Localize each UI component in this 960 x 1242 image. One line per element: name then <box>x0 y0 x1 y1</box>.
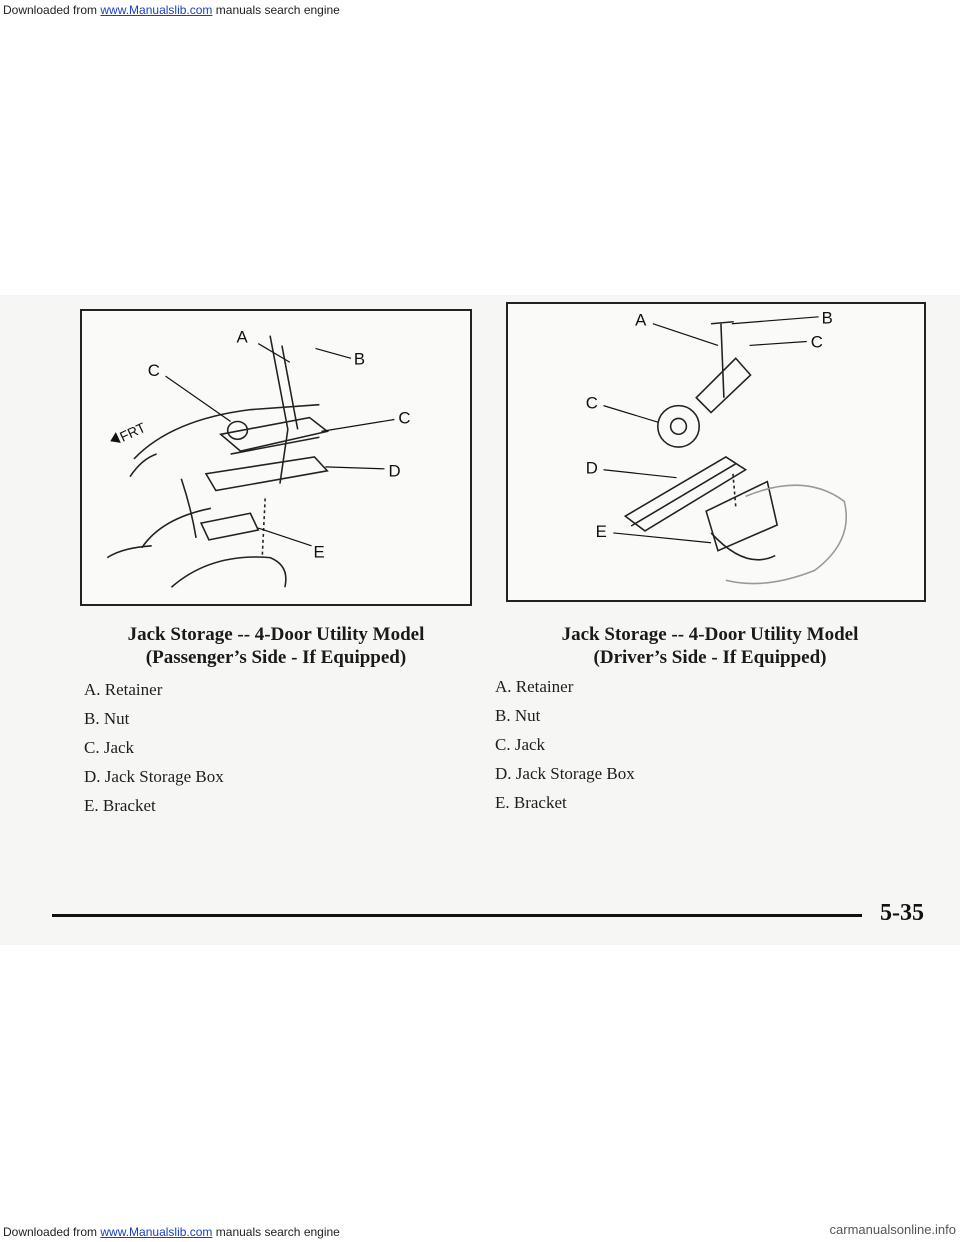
callout-leader-e <box>258 527 312 547</box>
footer-prefix: Downloaded from <box>3 1225 101 1239</box>
footer-suffix: manuals search engine <box>212 1225 340 1239</box>
caption-title: Jack Storage -- 4-Door Utility Model <box>127 624 425 645</box>
watermark: carmanualsonline.info <box>829 1222 956 1237</box>
caption-passenger-side: Jack Storage -- 4-Door Utility Model (Pa… <box>80 623 472 669</box>
legend-item: A. Retainer <box>84 680 163 699</box>
callout-leader-c-right <box>321 418 395 432</box>
page-number: 5-35 <box>880 900 924 926</box>
callout-leader-a <box>652 323 719 347</box>
front-arrow-icon <box>110 432 121 443</box>
caption-subtitle: (Passenger’s Side - If Equipped) <box>145 647 407 668</box>
caption-driver-side: Jack Storage -- 4-Door Utility Model (Dr… <box>500 623 920 669</box>
banner-prefix: Downloaded from <box>3 3 101 17</box>
footer-credit: Downloaded from www.Manualslib.com manua… <box>3 1225 340 1239</box>
callout-c-left: C <box>586 394 598 413</box>
callout-leader-c-left <box>603 405 659 423</box>
legend-item: D. Jack Storage Box <box>495 764 635 783</box>
front-direction-arrow: FRT <box>110 419 148 445</box>
legend-item: E. Bracket <box>84 796 156 815</box>
callout-leader-d <box>603 469 677 479</box>
callout-c-right: C <box>811 332 823 351</box>
caption-title: Jack Storage -- 4-Door Utility Model <box>561 624 859 645</box>
callout-c-right: C <box>398 408 410 427</box>
callout-leader-c-right <box>749 340 807 347</box>
callout-leader-d <box>325 466 385 470</box>
callout-leader-a <box>257 343 291 363</box>
callout-b: B <box>822 309 833 328</box>
callout-e: E <box>596 522 607 541</box>
download-footer: Downloaded from www.Manualslib.com manua… <box>0 1222 960 1242</box>
callout-e: E <box>313 543 324 562</box>
legend-item: C. Jack <box>495 735 546 754</box>
callout-leader-e <box>613 532 712 544</box>
callout-d: D <box>388 462 400 481</box>
callout-a: A <box>237 328 249 347</box>
caption-subtitle: (Driver’s Side - If Equipped) <box>593 647 827 668</box>
manualslib-link[interactable]: www.Manualslib.com <box>100 3 213 17</box>
footer-rule <box>52 914 862 917</box>
jack-storage-driver-figure: A B C C D E <box>506 302 926 602</box>
legend-item: A. Retainer <box>495 677 574 696</box>
passenger-side-illustration: A B C C D E FRT <box>106 328 410 588</box>
footer-manualslib-link[interactable]: www.Manualslib.com <box>100 1225 213 1239</box>
legend-item: D. Jack Storage Box <box>84 767 224 786</box>
callout-leader-b <box>731 316 819 325</box>
legend-passenger-side: A. Retainer B. Nut C. Jack D. Jack Stora… <box>84 680 224 825</box>
callout-c-left: C <box>148 361 160 380</box>
direction-label: FRT <box>117 419 148 445</box>
callout-leader-c-left <box>165 375 231 422</box>
legend-item: B. Nut <box>495 706 541 725</box>
callout-b: B <box>354 349 365 368</box>
download-banner: Downloaded from www.Manualslib.com manua… <box>0 0 960 30</box>
legend-item: B. Nut <box>84 709 130 728</box>
legend-driver-side: A. Retainer B. Nut C. Jack D. Jack Stora… <box>495 677 635 822</box>
jack-storage-passenger-figure: A B C C D E FRT <box>80 309 472 606</box>
driver-side-illustration: A B C C D E <box>586 309 848 585</box>
manual-page: A B C C D E FRT <box>0 295 960 945</box>
banner-suffix: manuals search engine <box>212 3 340 17</box>
callout-leader-b <box>315 347 352 359</box>
callout-a: A <box>635 311 647 330</box>
callout-d: D <box>586 459 598 478</box>
legend-item: C. Jack <box>84 738 135 757</box>
legend-item: E. Bracket <box>495 793 567 812</box>
